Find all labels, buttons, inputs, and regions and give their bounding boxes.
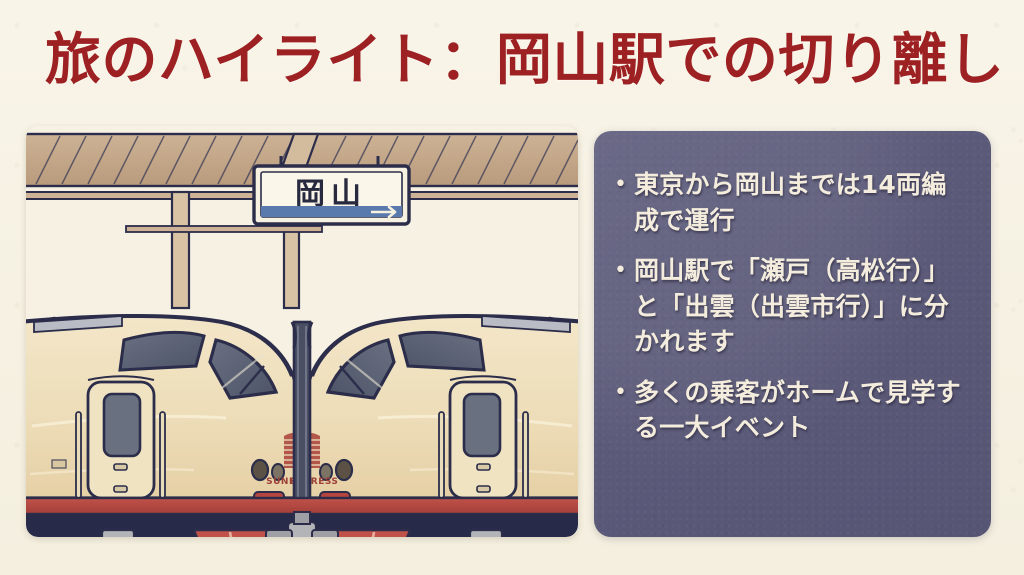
cab-door-right xyxy=(438,375,529,500)
bullet-text-3: 多くの乗客がホームで見学する一大イベント xyxy=(634,377,961,443)
train-underframe xyxy=(26,496,578,537)
list-item: • 多くの乗客がホームで見学する一大イベント xyxy=(614,375,969,446)
bullet-marker-icon: • xyxy=(614,379,627,405)
bullet-marker-icon: • xyxy=(614,258,627,283)
bullet-marker-icon: • xyxy=(614,172,627,197)
train-illustration-panel: 岡山 xyxy=(26,126,578,537)
list-item: • 岡山駅で「瀬戸（高松行）」と「出雲（出雲市行）」に分かれます xyxy=(614,253,969,360)
bullet-text-1: 東京から岡山までは14両編成で運行 xyxy=(634,170,947,235)
sunrise-express-illustration: 岡山 xyxy=(26,126,578,537)
train-car-right xyxy=(294,313,578,502)
bullet-points-panel: • 東京から岡山までは14両編成で運行 • 岡山駅で「瀬戸（高松行）」と「出雲（… xyxy=(594,131,991,537)
station-name-sign: 岡山 xyxy=(252,164,411,226)
train-car-left: SUNRISE xyxy=(26,313,313,502)
bullet-text-2: 岡山駅で「瀬戸（高松行）」と「出雲（出雲市行）」に分かれます xyxy=(634,256,950,356)
list-item: • 東京から岡山までは14両編成で運行 xyxy=(614,167,969,238)
coupling-gap xyxy=(290,320,314,510)
page-title: 旅のハイライト：岡山駅での切り離し xyxy=(45,28,1005,93)
cab-door-left xyxy=(75,375,166,500)
